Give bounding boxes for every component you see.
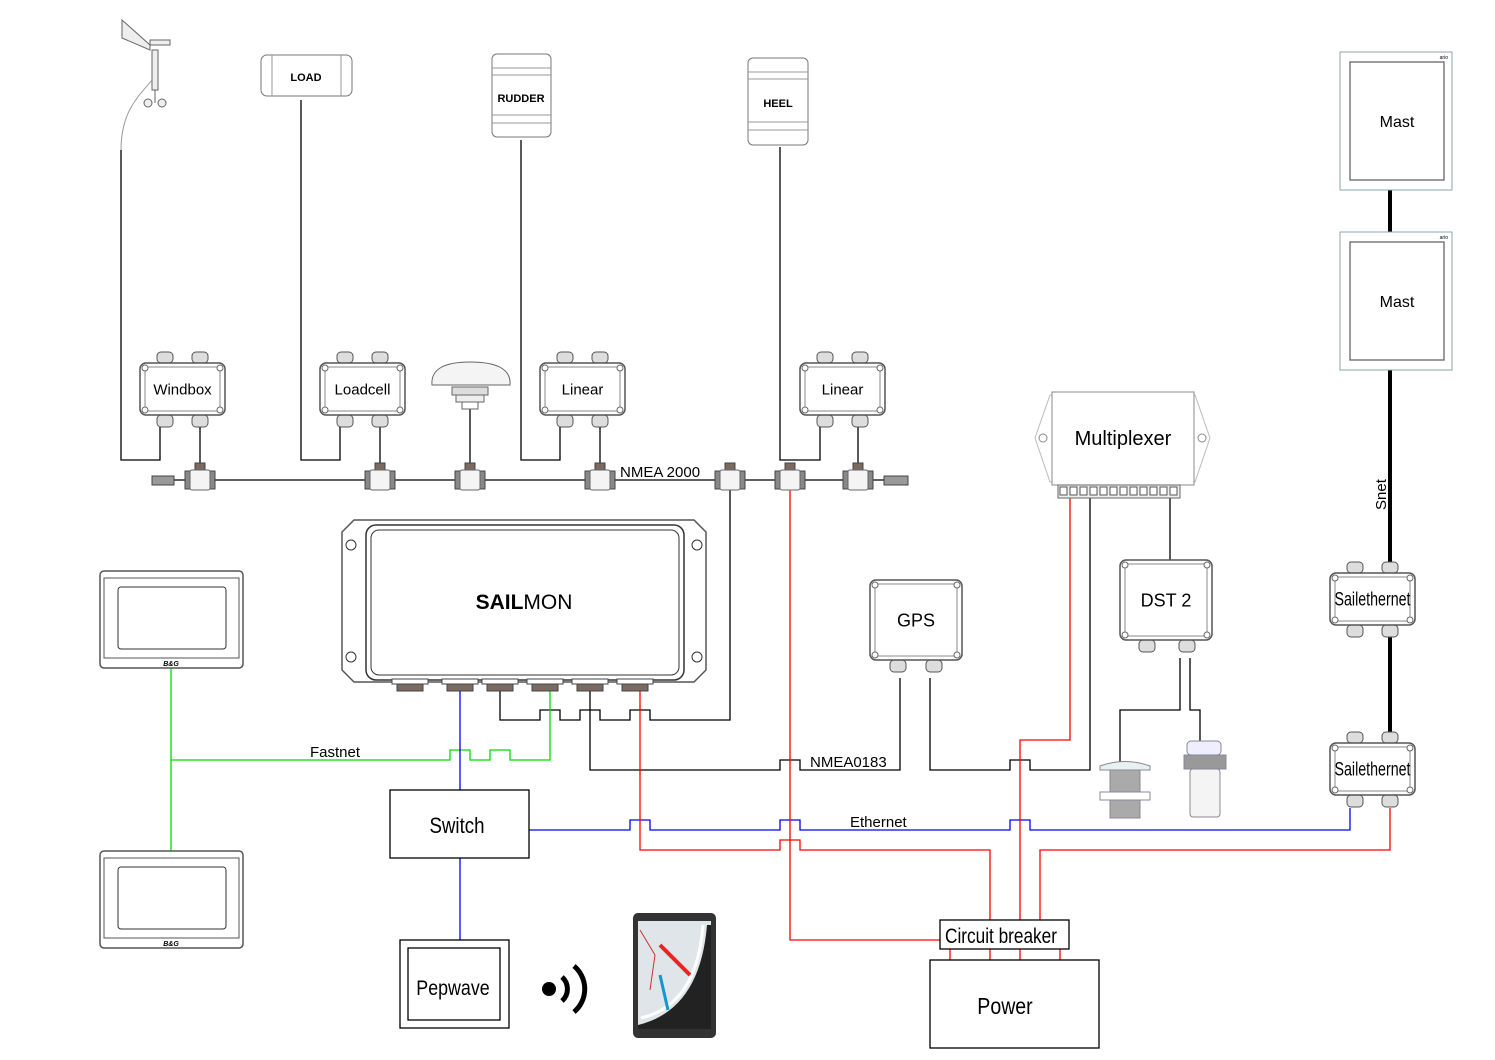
svg-text:B&G: B&G xyxy=(163,661,179,668)
multiplexer: Multiplexer xyxy=(1034,391,1211,499)
fastnet-label: Fastnet xyxy=(310,744,361,761)
svg-text:Sailethernet: Sailethernet xyxy=(1335,759,1411,780)
power-wire-nmea xyxy=(789,490,940,941)
gps-box: GPS xyxy=(869,579,963,673)
terminal-screw xyxy=(1109,486,1118,496)
processor-port xyxy=(526,678,564,692)
depth-transducer-icon xyxy=(1183,740,1227,818)
speed-transducer-icon xyxy=(1099,761,1151,819)
power-wire-processor xyxy=(639,690,991,920)
svg-text:Pepwave: Pepwave xyxy=(416,977,489,1001)
processor-port xyxy=(481,678,519,692)
terminal-screw xyxy=(1149,486,1158,496)
backbone-terminator-right xyxy=(883,475,909,486)
wind-sensor-icon xyxy=(120,18,171,151)
terminal-screw xyxy=(1079,486,1088,496)
nmea0183-label: NMEA0183 xyxy=(810,754,887,771)
svg-text:Sailethernet: Sailethernet xyxy=(1335,589,1411,610)
heel-sensor: HEEL xyxy=(747,57,809,146)
sailmon-logo-bold: SAIL xyxy=(476,591,524,614)
terminal-screw xyxy=(1099,486,1108,496)
bg-display-2: B&G xyxy=(99,850,244,949)
terminal-screw xyxy=(1129,486,1138,496)
svg-text:B&G: B&G xyxy=(163,941,179,948)
linear-box-1: Linear xyxy=(539,351,626,428)
dst-wire-2 xyxy=(1189,658,1201,742)
processor-port xyxy=(391,678,429,692)
ethernet-label: Ethernet xyxy=(850,814,908,831)
circuit-breaker: Circuit breaker xyxy=(939,919,1070,950)
terminal-screw xyxy=(1159,486,1168,496)
mast-display-1: ario Mast xyxy=(1339,51,1453,191)
nmea2000-tee-connector xyxy=(364,462,396,491)
svg-text:Loadcell: Loadcell xyxy=(335,381,391,398)
svg-text:Circuit breaker: Circuit breaker xyxy=(945,926,1057,949)
terminal-screw xyxy=(1119,486,1128,496)
linear-box-2: Linear xyxy=(799,351,886,428)
nmea2000-tee-connector xyxy=(842,462,874,491)
backbone-terminator-left xyxy=(151,475,175,486)
gps-antenna-icon xyxy=(431,361,511,410)
nmea2000-tee-connector xyxy=(584,462,616,491)
svg-text:ario: ario xyxy=(1440,55,1449,61)
dst-box: DST 2 xyxy=(1119,559,1213,653)
terminal-screw xyxy=(1069,486,1078,496)
pepwave-router: Pepwave xyxy=(399,939,510,1029)
sailmon-processor: SAILMON xyxy=(341,519,707,692)
power-supply: Power xyxy=(929,959,1100,1049)
network-switch: Switch xyxy=(389,789,530,859)
terminal-screw xyxy=(1089,486,1098,496)
processor-port xyxy=(441,678,479,692)
svg-text:Mast: Mast xyxy=(1380,294,1415,311)
sailethernet-box-2: Sailethernet xyxy=(1329,731,1416,808)
terminal-screw xyxy=(1169,486,1178,496)
nmea2000-tee-connector xyxy=(774,462,806,491)
dst-wire-1 xyxy=(1119,658,1181,762)
svg-text:Power: Power xyxy=(977,994,1032,1020)
nmea2000-label: NMEA 2000 xyxy=(620,464,700,481)
svg-text:RUDDER: RUDDER xyxy=(497,93,544,105)
svg-text:Mast: Mast xyxy=(1380,114,1415,131)
svg-text:Switch: Switch xyxy=(429,815,484,839)
wifi-signal-icon xyxy=(542,964,588,1014)
svg-text:HEEL: HEEL xyxy=(763,98,793,110)
loadcell-box: Loadcell xyxy=(319,351,406,428)
nmea2000-tee-connector xyxy=(454,462,486,491)
windbox: Windbox xyxy=(139,351,226,428)
svg-text:ario: ario xyxy=(1440,235,1449,241)
svg-text:Windbox: Windbox xyxy=(153,381,212,398)
mast-display-2: ario Mast xyxy=(1339,231,1453,371)
terminal-screw xyxy=(1139,486,1148,496)
svg-text:GPS: GPS xyxy=(897,610,935,630)
nmea2000-tee-connector xyxy=(184,462,216,491)
svg-text:Linear: Linear xyxy=(562,381,604,398)
power-wire-multiplexer xyxy=(1019,498,1071,920)
svg-text:DST 2: DST 2 xyxy=(1141,590,1192,610)
tablet-icon xyxy=(633,913,716,1038)
fastnet-wire xyxy=(171,690,551,761)
sensor-wires xyxy=(120,100,859,465)
terminal-screw xyxy=(1059,486,1068,496)
processor-port xyxy=(616,678,654,692)
sailethernet-box-1: Sailethernet xyxy=(1329,561,1416,638)
svg-text:LOAD: LOAD xyxy=(290,72,321,84)
svg-text:Multiplexer: Multiplexer xyxy=(1075,428,1172,450)
svg-text:Linear: Linear xyxy=(822,381,864,398)
snet-label: Snet xyxy=(1373,478,1390,510)
rudder-sensor: RUDDER xyxy=(491,53,552,138)
svg-text:SAILMON: SAILMON xyxy=(476,591,573,614)
processor-port xyxy=(571,678,609,692)
bg-display-1: B&G xyxy=(99,570,244,669)
load-sensor: LOAD xyxy=(260,54,353,97)
power-wire-sailethernet xyxy=(1039,808,1391,920)
sailmon-logo-light: MON xyxy=(523,591,572,614)
nmea2000-tee-connector xyxy=(714,462,746,491)
ethernet-wire xyxy=(529,808,1351,831)
